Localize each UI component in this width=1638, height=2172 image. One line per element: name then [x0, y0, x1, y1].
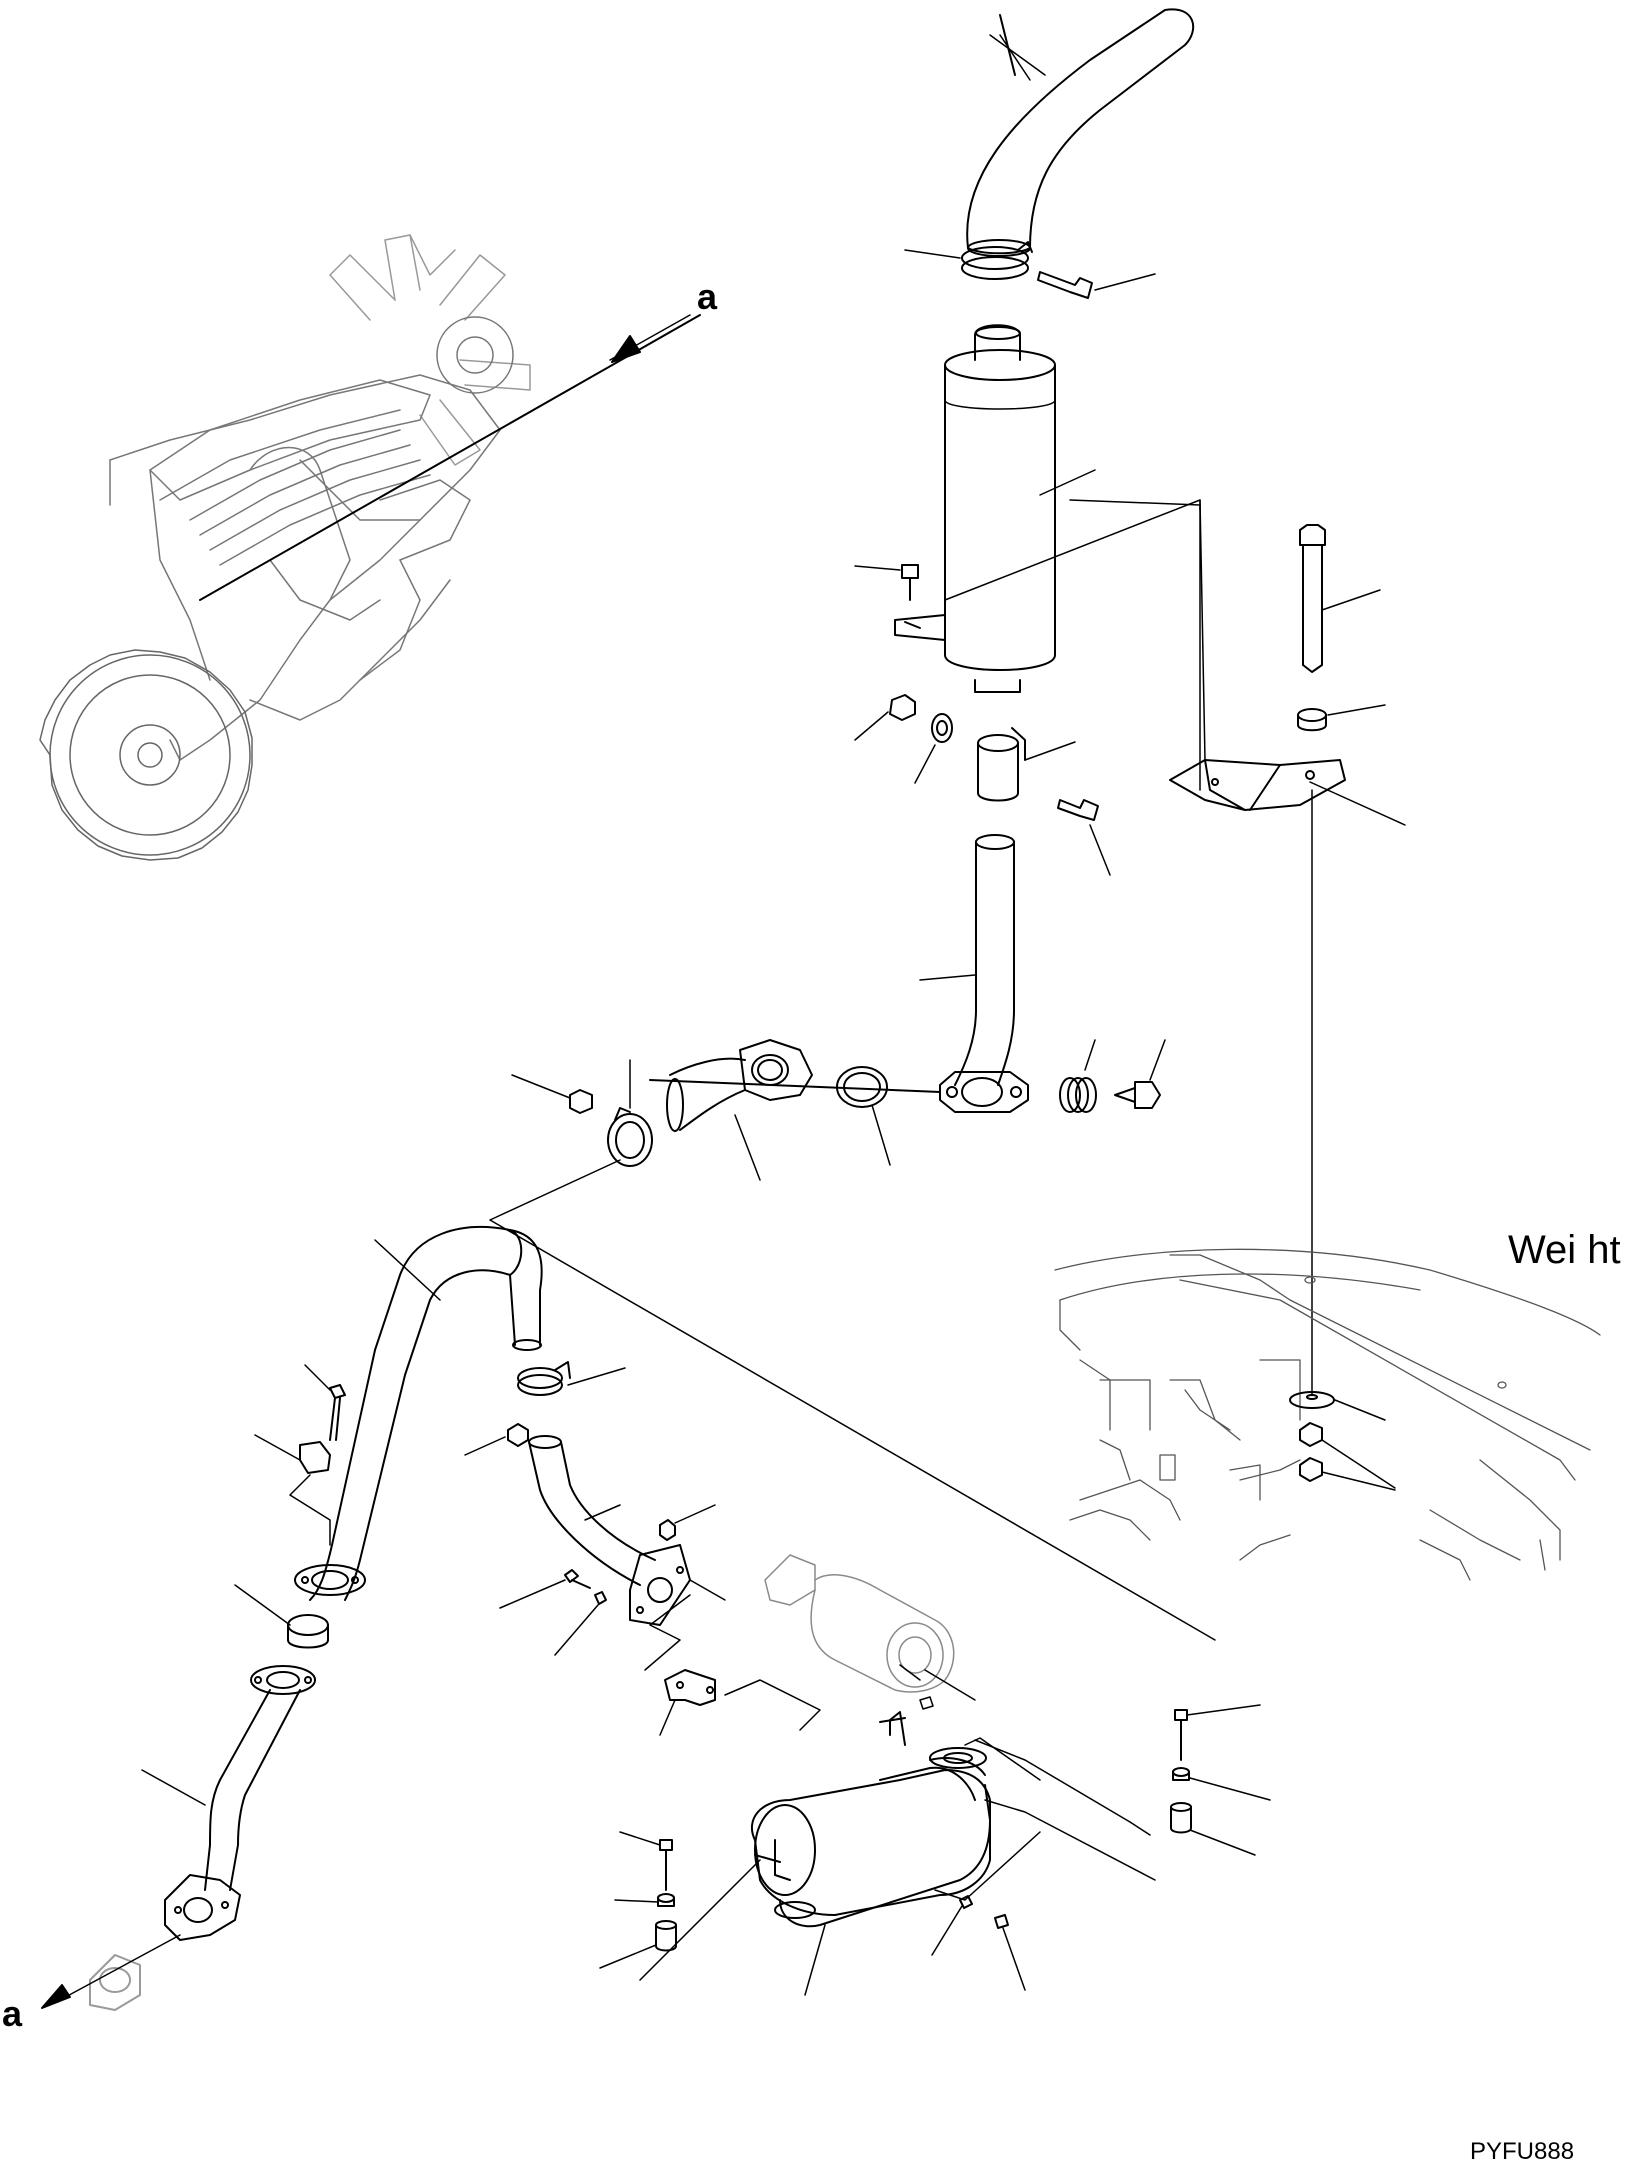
engine-assembly [39, 234, 531, 861]
mid-pipe [528, 1435, 726, 1626]
mid-clamp [464, 1361, 626, 1456]
right-mount-hardware [1129, 1704, 1271, 1856]
weight-label: Wei ht [1508, 1228, 1621, 1272]
stack-clamp [904, 241, 1033, 280]
lower-tailpipe [919, 834, 1015, 1086]
mid-hardware [499, 1504, 716, 1656]
cw-nuts [1299, 1422, 1396, 1491]
exhaust-stack [966, 8, 1195, 257]
upper-bend-pipe [309, 1226, 543, 1601]
view-a-leader-top [199, 314, 701, 601]
front-pipe [41, 1689, 301, 2011]
muffler-bolt [854, 564, 919, 601]
counterweight [1054, 1248, 1601, 1581]
nut-washer [854, 694, 953, 784]
drawing-code: PYFU888 [1470, 2138, 1575, 2165]
rear-bolts [931, 1895, 1026, 1991]
flange-assembly [511, 1039, 1166, 1181]
cw-washer [1289, 1391, 1386, 1421]
long-bolt [1299, 524, 1381, 673]
rear-muffler [639, 1711, 1156, 1996]
clamp-bolt [1037, 271, 1156, 299]
left-bolt [304, 1364, 346, 1441]
assembly-guide-lines [489, 499, 1216, 1641]
view-a-label-bottom: a [2, 1993, 23, 2034]
coupling [977, 727, 1111, 876]
small-bracket [644, 1594, 821, 1736]
view-a-label-top: a [697, 276, 718, 317]
flywheel [39, 649, 253, 861]
left-spacer [254, 1434, 331, 1546]
muffler [894, 324, 1096, 693]
front-flange [234, 1564, 366, 1695]
left-mount-hardware [599, 1831, 677, 1969]
mounting-bracket [1169, 499, 1406, 1396]
catalyst [764, 1554, 976, 1710]
fan-blades [329, 234, 531, 466]
washer-top [1297, 704, 1386, 732]
